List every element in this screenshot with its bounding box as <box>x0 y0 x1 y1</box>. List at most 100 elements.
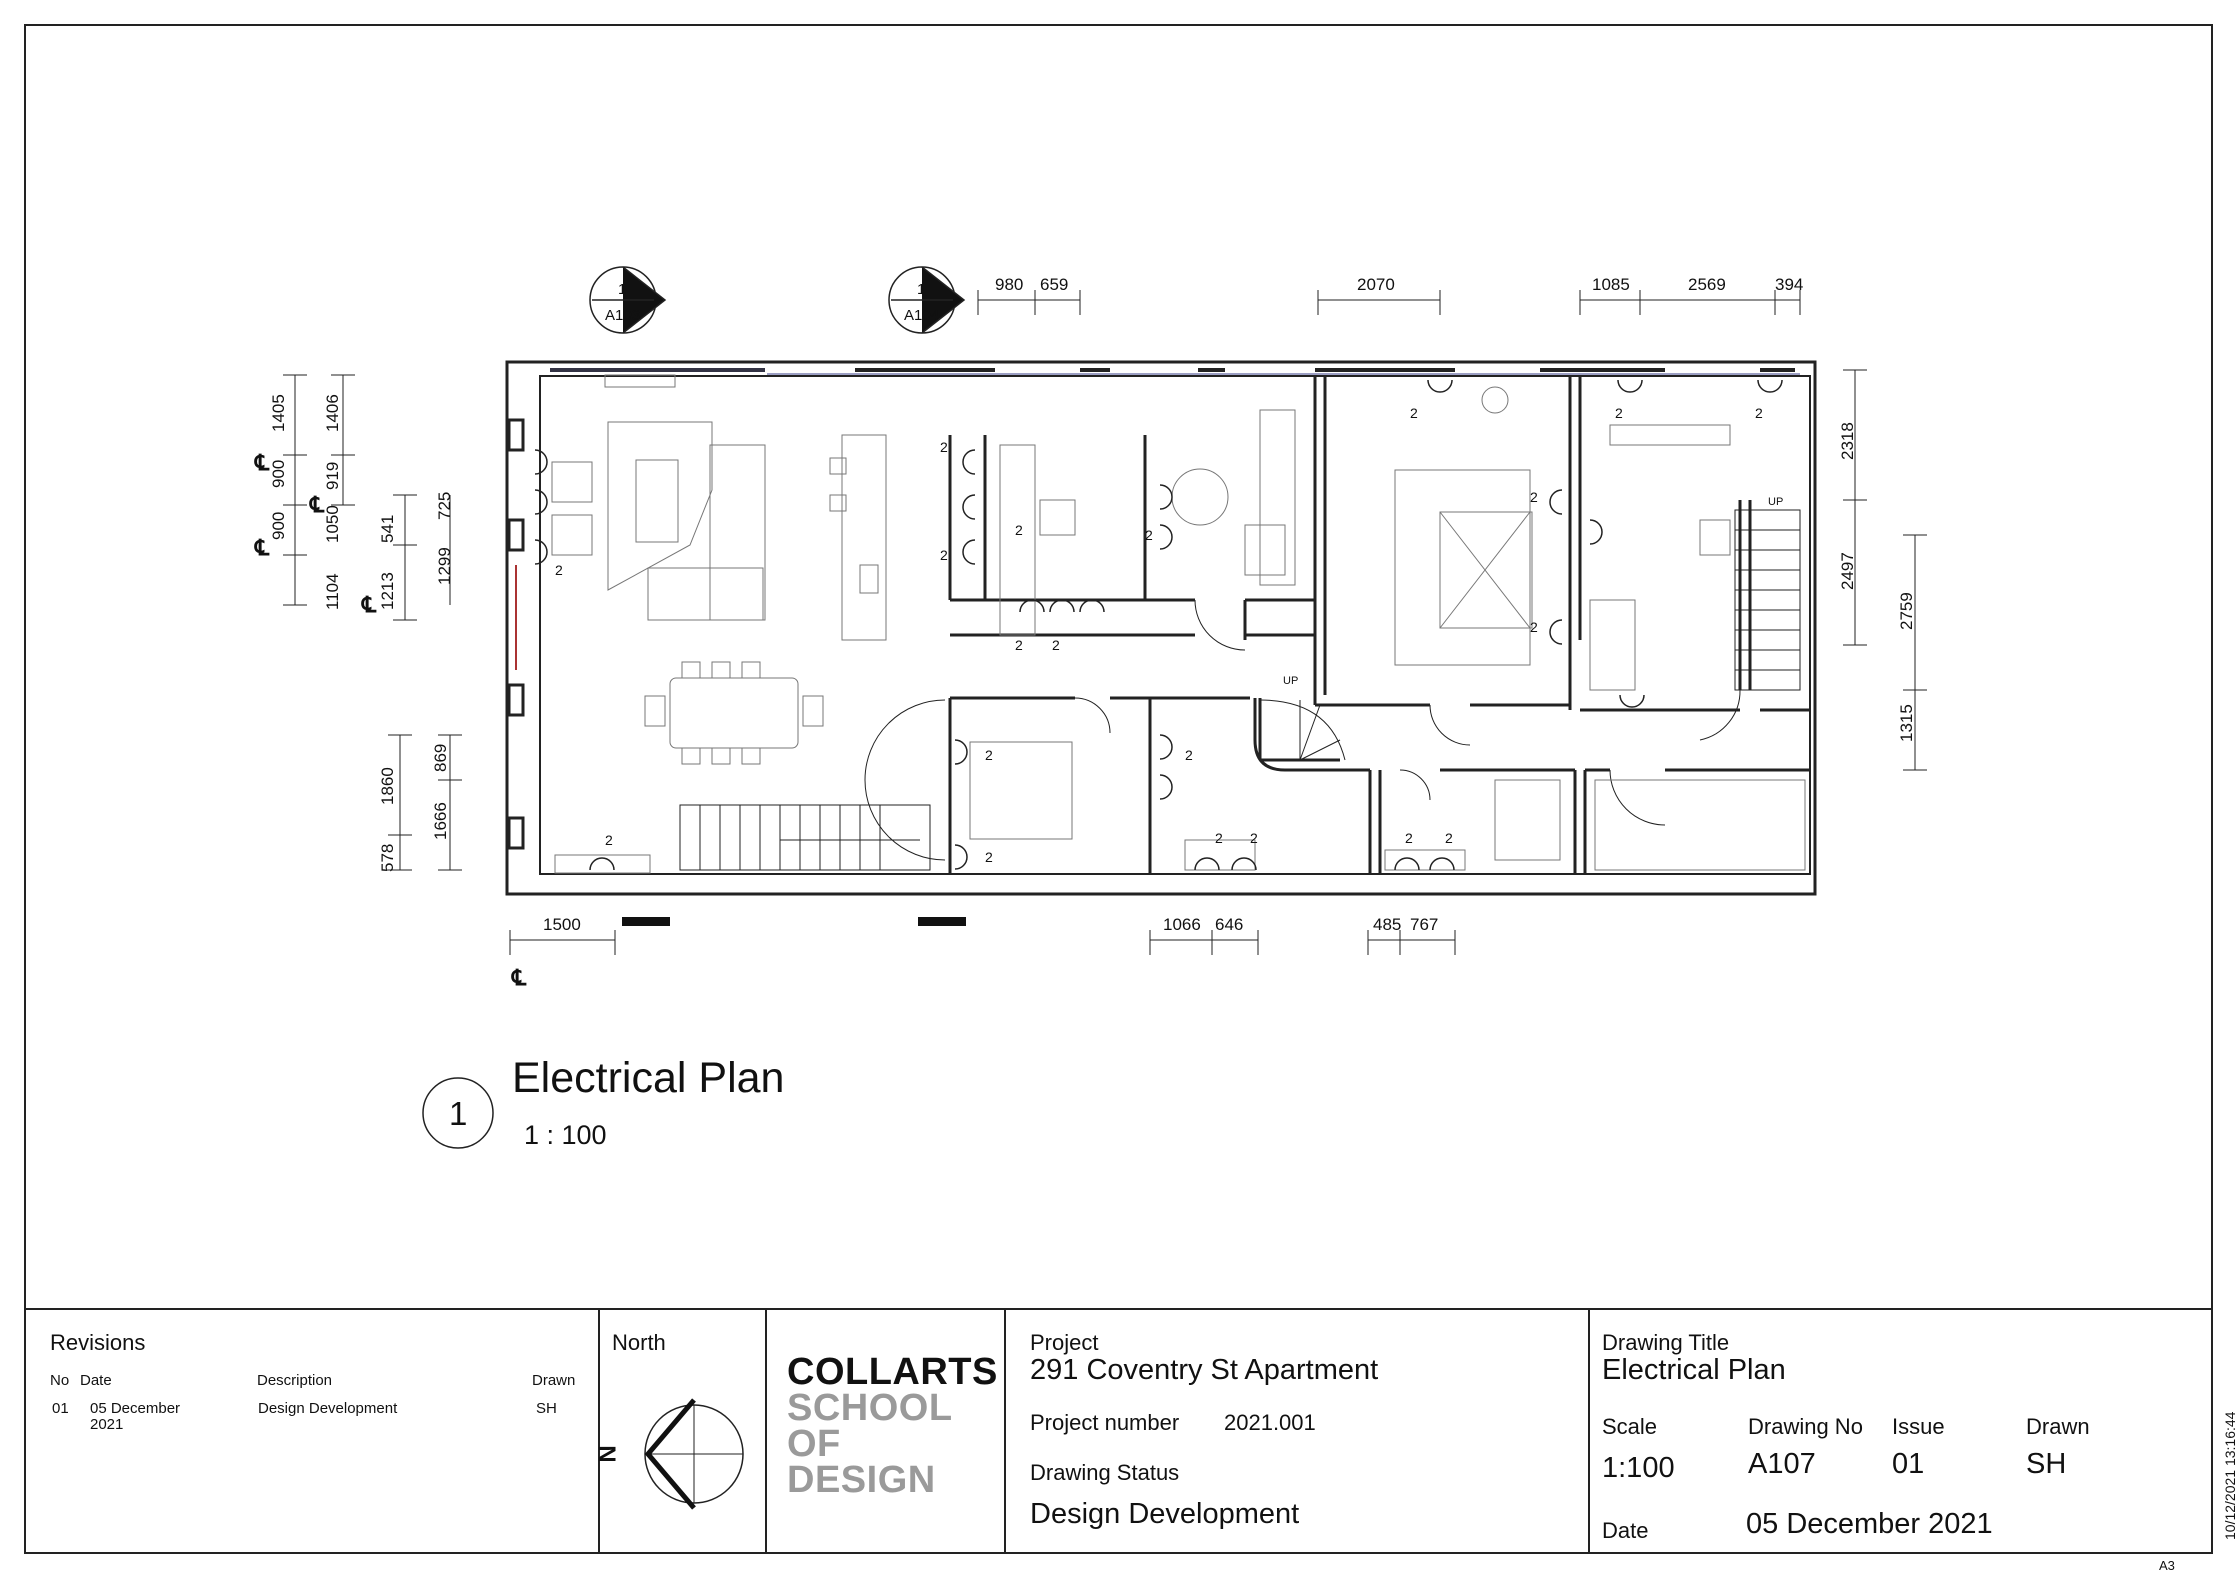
circuit-number: 2 <box>1615 405 1623 421</box>
sheet-size: A3 <box>2159 1558 2175 1573</box>
centerline-mark: ℄ <box>361 592 377 617</box>
view-scale: 1 : 100 <box>524 1120 607 1150</box>
section-cut-mark <box>918 917 966 926</box>
brand-panel: COLLARTS SCHOOL OF DESIGN <box>767 1310 1006 1554</box>
dim-label: 646 <box>1215 915 1243 934</box>
circuit-number: 2 <box>1410 405 1418 421</box>
rev-col-date: Date <box>80 1372 112 1389</box>
circuit-number: 2 <box>1052 637 1060 653</box>
rev-row-date-year: 2021 <box>90 1416 124 1433</box>
centerline-mark: ℄ <box>511 965 527 990</box>
dim-label: 2569 <box>1688 275 1726 294</box>
door-swings <box>864 599 1741 861</box>
circuit-number: 2 <box>940 439 948 455</box>
drawing-sheet <box>24 24 2213 1554</box>
dim-label: 767 <box>1410 915 1438 934</box>
centerline-mark: ℄ <box>254 450 270 475</box>
dim-label: 869 <box>431 744 450 772</box>
drawn-label: Drawn <box>2026 1414 2090 1439</box>
revisions-heading: Revisions <box>50 1330 146 1355</box>
dim-label: 1085 <box>1592 275 1630 294</box>
section-tag-number: 1 <box>917 281 925 298</box>
drawing-status: Design Development <box>1030 1498 1300 1530</box>
dim-label: 2070 <box>1357 275 1395 294</box>
stairs-lower <box>679 804 931 871</box>
north-letter: N <box>594 1445 622 1463</box>
rev-col-drawn: Drawn <box>532 1372 576 1389</box>
issue-value: 01 <box>1892 1448 1925 1480</box>
dim-label: 725 <box>435 492 454 520</box>
circuit-number: 2 <box>1250 830 1258 846</box>
section-tag-number: 1 <box>618 281 626 298</box>
dim-label: 1066 <box>1163 915 1201 934</box>
project-panel: Project 291 Coventry St Apartment Projec… <box>1006 1310 1590 1554</box>
dim-label: 1860 <box>378 767 397 805</box>
dim-label: 1500 <box>543 915 581 934</box>
brand-collarts: COLLARTS <box>787 1351 998 1393</box>
date-label: Date <box>1602 1518 1649 1543</box>
corridor-curve <box>1253 698 1340 772</box>
drawn-value: SH <box>2026 1448 2067 1480</box>
circuit-number: 2 <box>1530 489 1538 505</box>
north-arrow-icon <box>644 1398 744 1510</box>
spiral-stair <box>1259 699 1346 761</box>
dim-label: 394 <box>1775 275 1803 294</box>
section-cut-mark <box>622 917 670 926</box>
dim-label: 485 <box>1373 915 1401 934</box>
interior-walls <box>948 376 1810 874</box>
centerline-mark: ℄ <box>309 492 325 517</box>
dim-label: 2318 <box>1838 422 1857 460</box>
date-value: 05 December 2021 <box>1746 1508 1993 1540</box>
drawing-no-label: Drawing No <box>1748 1414 1863 1439</box>
rev-col-description: Description <box>257 1372 333 1389</box>
circuit-number: 2 <box>1215 830 1223 846</box>
circuit-number: 2 <box>1445 830 1453 846</box>
dimension-lines <box>283 290 1927 955</box>
circuit-number: 2 <box>940 547 948 563</box>
dim-label: 659 <box>1040 275 1068 294</box>
circuit-number: 2 <box>555 562 563 578</box>
dim-label: 900 <box>269 512 288 540</box>
scale-label: Scale <box>1602 1414 1658 1439</box>
drawing-no: A107 <box>1748 1448 1816 1480</box>
furniture <box>551 374 1806 874</box>
circuit-number: 2 <box>1015 522 1023 538</box>
project-number-label: Project number <box>1030 1410 1180 1435</box>
circuit-number: 2 <box>985 849 993 865</box>
rev-row-drawn: SH <box>536 1400 557 1417</box>
project-name: 291 Coventry St Apartment <box>1030 1354 1379 1386</box>
dim-label: 1315 <box>1897 704 1916 742</box>
dim-label: 1406 <box>323 394 342 432</box>
rev-col-no: No <box>50 1372 70 1389</box>
stairs-right <box>1734 509 1801 691</box>
scale-value: 1:100 <box>1602 1452 1675 1484</box>
circuit-number: 2 <box>1405 830 1413 846</box>
light-fittings <box>534 379 1783 871</box>
centerline-mark: ℄ <box>254 535 270 560</box>
circuit-number: 2 <box>605 832 613 848</box>
section-tag-sheet: A103 <box>605 307 640 324</box>
dim-label: 1299 <box>435 547 454 585</box>
stair-up-label: UP <box>1768 496 1783 508</box>
title-block: Revisions No Date Description Drawn 01 0… <box>24 1308 2213 1554</box>
dim-label: 541 <box>378 515 397 543</box>
dim-label: 900 <box>269 460 288 488</box>
section-tag-a104 <box>888 266 966 334</box>
outer-wall <box>505 360 1817 896</box>
dim-label: 919 <box>323 462 342 490</box>
circuit-number: 2 <box>985 747 993 763</box>
dim-label: 1104 <box>323 573 342 610</box>
view-title: Electrical Plan <box>512 1054 784 1102</box>
brand-design: DESIGN <box>787 1459 936 1501</box>
dim-label: 1213 <box>378 572 397 610</box>
drawing-info-panel: Drawing Title Electrical Plan Scale 1:10… <box>1590 1310 2213 1554</box>
project-number: 2021.001 <box>1224 1410 1316 1435</box>
dim-label: 2497 <box>1838 552 1857 590</box>
dim-label: 1050 <box>323 505 342 543</box>
brand-school: SCHOOL <box>787 1387 953 1429</box>
drawing-title-label: Drawing Title <box>1602 1330 1730 1355</box>
circuit-number: 2 <box>1185 747 1193 763</box>
brand-of: OF <box>787 1423 841 1465</box>
north-panel: North N <box>595 1310 767 1554</box>
inner-wall <box>539 375 1811 875</box>
